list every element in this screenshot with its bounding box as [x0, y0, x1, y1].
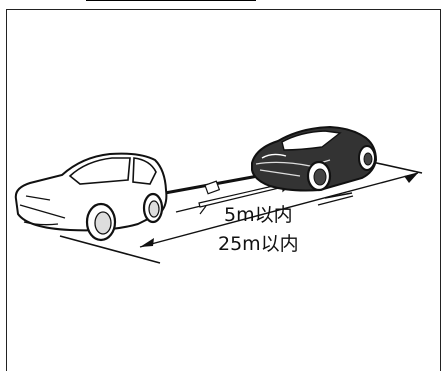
towing-car-icon [16, 154, 167, 240]
near-distance-label: 5m以内 [224, 204, 293, 226]
towed-sports-car-icon [252, 127, 376, 191]
tow-rope-icon [165, 176, 258, 194]
far-distance-label: 25m以内 [218, 233, 299, 255]
